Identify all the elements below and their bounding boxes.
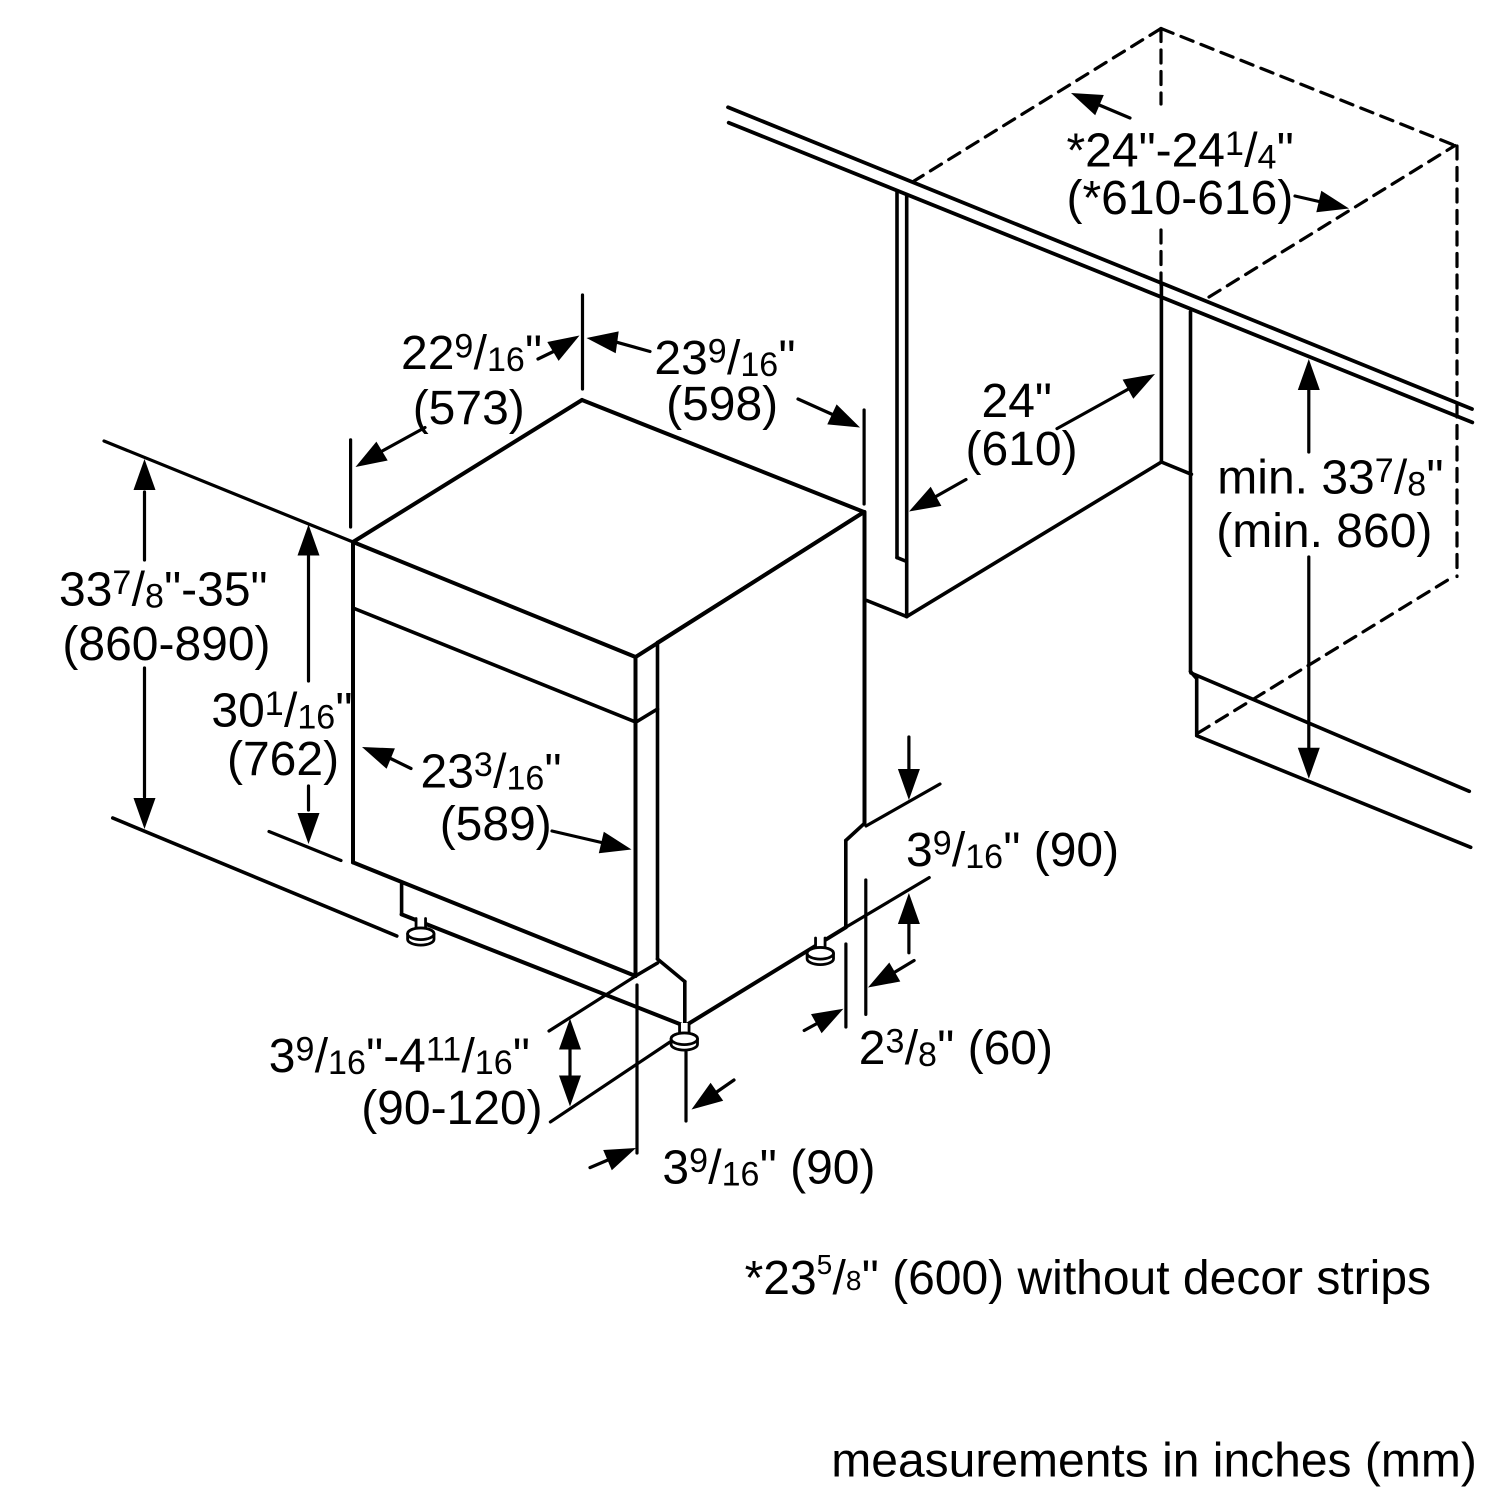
- svg-text:39 /16 " (90): 39 /16 " (90): [662, 1142, 875, 1195]
- svg-text:24": 24": [982, 375, 1052, 428]
- svg-text:229 /16 ": 229 /16 ": [401, 327, 542, 380]
- svg-text:301 /16 ": 301 /16 ": [211, 685, 352, 738]
- svg-text:233 /16 ": 233 /16 ": [421, 746, 562, 799]
- svg-text:*235 /8 " (600) without decor: *235 /8 " (600) without decor strips: [745, 1249, 1431, 1305]
- svg-text:min. 337 /8 ": min. 337 /8 ": [1217, 452, 1443, 505]
- svg-text:(762): (762): [227, 733, 339, 786]
- svg-text:39 /16 " (90): 39 /16 " (90): [906, 824, 1119, 877]
- svg-text:(*610-616): (*610-616): [1067, 172, 1294, 225]
- svg-text:(610): (610): [966, 423, 1078, 476]
- svg-text:measurements in inches (mm): measurements in inches (mm): [831, 1435, 1477, 1488]
- svg-text:239 /16 ": 239 /16 ": [654, 332, 795, 385]
- svg-text:23 /8 " (60): 23 /8 " (60): [859, 1022, 1053, 1075]
- svg-text:(860-890): (860-890): [62, 618, 270, 671]
- svg-text:(min. 860): (min. 860): [1216, 505, 1432, 558]
- svg-text:39 /16 "-411 /16 ": 39 /16 "-411 /16 ": [269, 1030, 530, 1083]
- svg-text:(90-120): (90-120): [361, 1082, 542, 1135]
- svg-text:(598): (598): [666, 378, 778, 431]
- svg-text:(589): (589): [440, 798, 552, 851]
- svg-text:*24"-241 /4 ": *24"-241 /4 ": [1067, 125, 1294, 178]
- svg-text:337 /8 "-35": 337 /8 "-35": [59, 564, 268, 617]
- svg-text:(573): (573): [413, 382, 525, 435]
